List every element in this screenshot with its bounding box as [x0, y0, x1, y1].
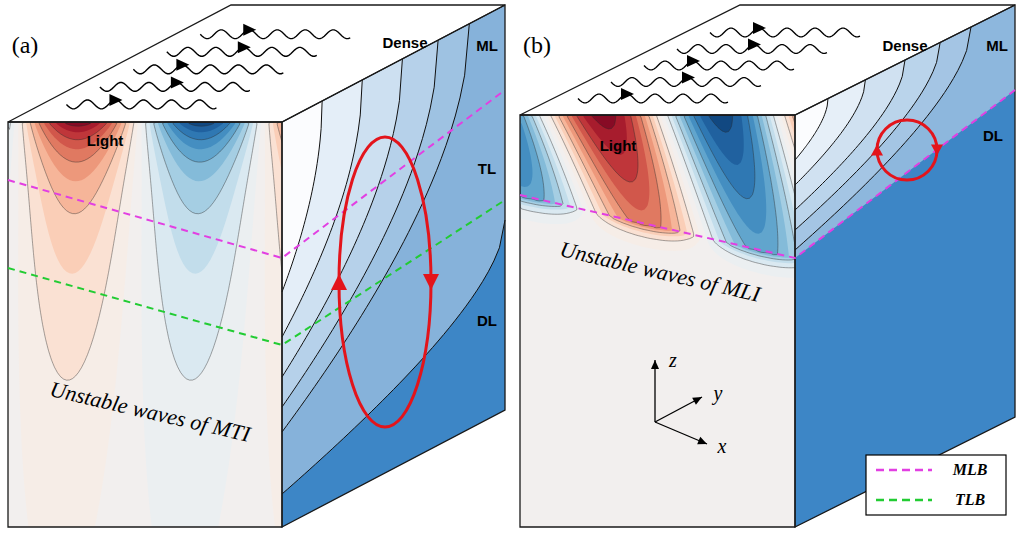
- cube-edge: [795, 5, 1015, 527]
- contour-band: [520, 115, 766, 234]
- layer-label: DL: [477, 313, 497, 328]
- flow-arrowhead: [243, 24, 256, 36]
- cube-edge: [8, 5, 505, 122]
- flow-wave: [66, 100, 216, 109]
- cube-edge: [520, 115, 795, 527]
- contour-band: [56, 122, 99, 132]
- contour-band: [709, 115, 732, 132]
- top-face: [8, 5, 505, 122]
- contour-band: [520, 115, 795, 260]
- cube-edge: [8, 122, 282, 527]
- circulation-arrowhead: [871, 145, 883, 156]
- flow-arrowhead: [753, 22, 766, 34]
- flow-wave: [200, 30, 350, 39]
- flow-arrowhead: [748, 39, 761, 51]
- legend-label: MLB: [953, 462, 988, 478]
- contour-band: [520, 115, 778, 255]
- contour-band: [592, 115, 615, 129]
- contour-band: [180, 122, 223, 132]
- isopycnal-line: [282, 220, 505, 494]
- legend-box: [866, 455, 1006, 515]
- contour-band: [577, 115, 638, 182]
- circulation-arrowhead: [331, 274, 347, 290]
- flow-wave: [578, 94, 728, 103]
- legend-line-sample: [876, 469, 932, 472]
- contour-band: [154, 122, 249, 214]
- isopycnal-line: [282, 80, 362, 337]
- contour-band: [520, 115, 789, 258]
- layer-label: TL: [478, 161, 496, 176]
- flow-wave: [710, 28, 860, 37]
- flow-arrowhead: [171, 76, 184, 88]
- overturning-cell: [339, 137, 431, 427]
- layer-label: ML: [986, 38, 1008, 53]
- mixed-layer-boundary: [8, 90, 505, 258]
- axis-line: [655, 397, 702, 422]
- isopycnal-line: [282, 101, 322, 292]
- front-face-field: [520, 115, 795, 527]
- cube-edge: [520, 5, 1015, 115]
- layer-label: DL: [983, 128, 1003, 143]
- contour-band: [8, 122, 261, 527]
- front-face-field: [8, 122, 282, 527]
- axis-label: z: [669, 350, 677, 370]
- circulation-arrowhead: [423, 274, 439, 290]
- overturning-cell: [877, 120, 937, 180]
- legend-label: TLB: [955, 492, 985, 508]
- flow-arrowhead: [682, 72, 695, 84]
- cube-panel: [520, 5, 1015, 527]
- contour-band: [150, 122, 253, 274]
- circulation-arrowhead: [931, 145, 943, 156]
- mixed-layer-boundary: [520, 90, 1015, 258]
- flow-arrowhead: [238, 41, 251, 53]
- deep-layer-fill: [795, 90, 1015, 527]
- flow-wave: [133, 65, 283, 74]
- face-label: Dense: [382, 35, 427, 50]
- panel-label: (b): [523, 33, 551, 57]
- contour-band: [694, 115, 755, 199]
- face-label: Light: [600, 138, 637, 153]
- panel-label: (a): [12, 33, 39, 57]
- flow-arrowhead: [109, 94, 122, 106]
- contour-band: [163, 122, 241, 162]
- legend-line-sample: [876, 499, 932, 502]
- axis-arrowhead: [651, 360, 659, 369]
- face-label: Light: [87, 133, 124, 148]
- contour-band: [8, 122, 257, 380]
- contour-band: [158, 122, 245, 181]
- axis-arrowhead: [692, 397, 702, 405]
- flow-wave: [644, 61, 794, 70]
- axis-label: x: [718, 436, 727, 456]
- axis-line: [654, 360, 655, 422]
- contour-band: [700, 115, 743, 165]
- contour-band: [167, 122, 235, 149]
- cube-edge: [282, 5, 505, 527]
- contour-band: [572, 115, 649, 210]
- flow-arrowhead: [176, 59, 189, 71]
- axis-label: y: [714, 383, 723, 403]
- density-band: [282, 220, 505, 527]
- flow-arrowhead: [621, 88, 634, 100]
- axis-arrowhead: [697, 437, 707, 444]
- flow-arrowhead: [687, 55, 700, 67]
- cube-panel: [8, 5, 505, 530]
- contour-band: [173, 122, 230, 140]
- layer-label: ML: [476, 38, 498, 53]
- face-label: Dense: [882, 38, 927, 53]
- axis-line: [655, 422, 707, 444]
- top-face: [520, 5, 1015, 115]
